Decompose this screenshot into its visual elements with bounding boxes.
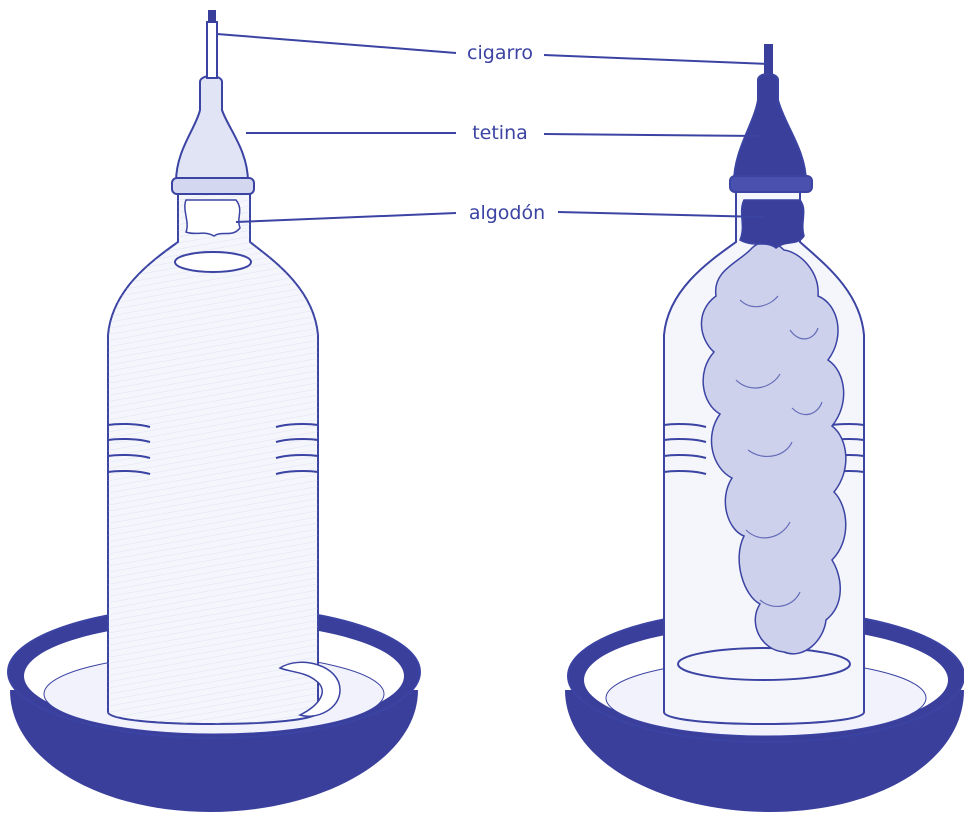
right-cotton — [740, 200, 804, 248]
left-bottle — [108, 185, 340, 724]
left-cotton — [185, 200, 240, 236]
right-teat — [730, 74, 812, 192]
right-setup — [565, 44, 964, 812]
right-cigarette — [764, 44, 773, 74]
label-cotton: algodón — [469, 202, 545, 224]
left-setup — [8, 10, 420, 812]
left-teat — [172, 76, 254, 194]
label-cigarette: cigarro — [467, 42, 533, 64]
label-teat: tetina — [472, 122, 528, 144]
left-cigarette — [207, 10, 217, 78]
